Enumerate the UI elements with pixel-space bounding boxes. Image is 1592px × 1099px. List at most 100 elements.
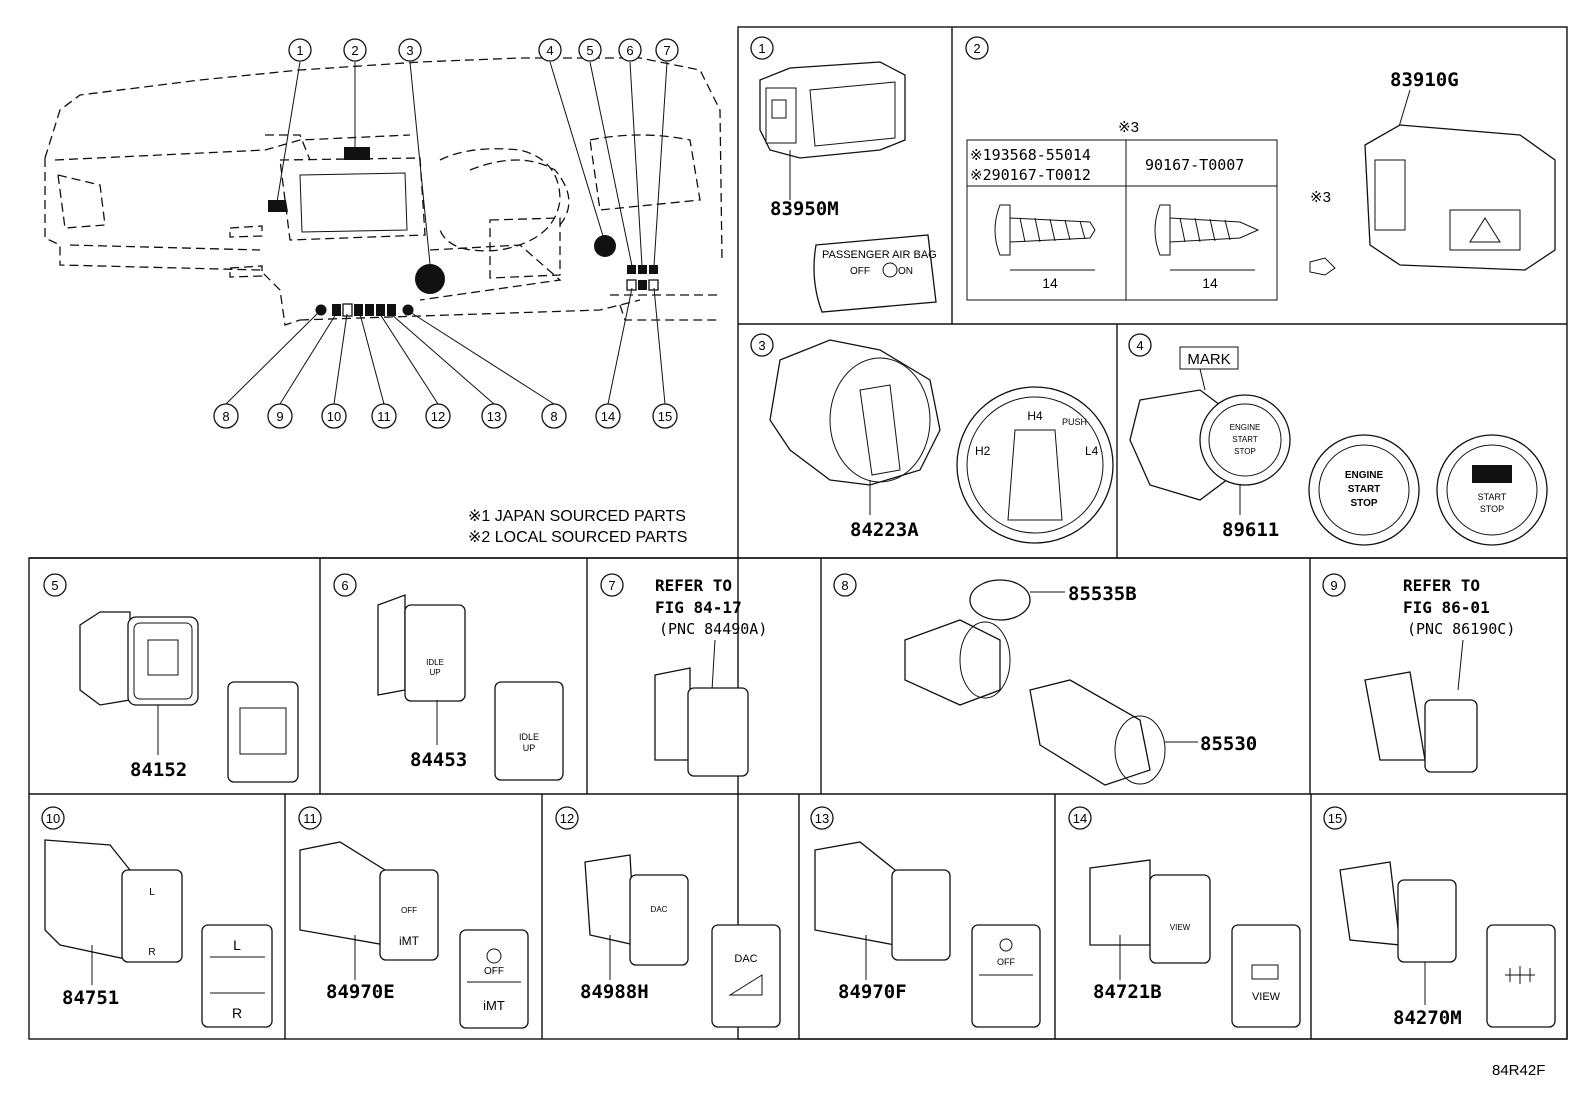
imt-switch-label: iMT (399, 934, 420, 948)
part-84970E: 84970E (326, 981, 395, 1003)
panel-1: 1 83950M PASSENGER AIR BAG OFF ON (750, 36, 937, 313)
panel-12-label: 12 (560, 811, 574, 826)
view-switch-label: VIEW (1170, 923, 1191, 932)
panel-3: 3 84223A H4 H2 L4 PUSH (750, 333, 1114, 544)
overview-callout-1: 1 (296, 43, 303, 58)
panel-7-refer-1: REFER TO (655, 576, 732, 595)
grb-line2: STOP (1480, 504, 1504, 514)
seat-heater-l: L (149, 887, 155, 898)
airbag-label-off: OFF (850, 266, 870, 277)
part-83910G: 83910G (1390, 69, 1459, 91)
knob-l4: L4 (1085, 444, 1099, 458)
overview-callout-15: 15 (658, 409, 672, 424)
part-89611: 89611 (1222, 519, 1279, 541)
esb-line2: START (1232, 435, 1258, 444)
knob-h4: H4 (1027, 409, 1043, 423)
panel-15: 15 84270M (1323, 806, 1556, 1029)
panel-2-label: 2 (973, 41, 980, 56)
knob-h2: H2 (975, 444, 991, 458)
idle-up-face-up: UP (523, 743, 536, 753)
panel-8: 8 85535B 85530 (833, 573, 1257, 786)
overview-callout-4: 4 (546, 43, 553, 58)
panel-3-label: 3 (758, 338, 765, 353)
part-84721B: 84721B (1093, 981, 1162, 1003)
panel-13: 13 84970F OFF (810, 806, 1041, 1028)
part-83950M: 83950M (770, 198, 839, 220)
imt-face-label: iMT (483, 998, 505, 1013)
esbf-line3: STOP (1350, 498, 1377, 509)
panel-4: 4 MARK ENGINE START STOP 89611 ENGINE ST… (1128, 333, 1548, 546)
socket-housing (904, 619, 1001, 706)
part-84270M: 84270M (1393, 1007, 1462, 1029)
seat-heater-face-l: L (233, 937, 241, 953)
panel-4-label: 4 (1136, 338, 1143, 353)
dac-switch-label: DAC (651, 905, 668, 914)
dac-face-label: DAC (734, 953, 757, 965)
panel-7-refer-2: FIG 84-17 (655, 598, 742, 617)
screw-note: ※3 (1310, 189, 1331, 206)
panel-7: 7 REFER TO FIG 84-17 (PNC 84490A) (600, 573, 767, 777)
imt-face-off: OFF (484, 966, 504, 977)
part-85530: 85530 (1200, 733, 1257, 755)
overview-callout-8a: 8 (222, 409, 229, 424)
diagram-id: 84R42F (1492, 1062, 1545, 1079)
mark-label: MARK (1187, 351, 1230, 368)
esbf-line1: ENGINE (1345, 470, 1384, 481)
panel-14: 14 VIEW 84721B VIEW (1068, 806, 1301, 1028)
transfer-knob (956, 386, 1114, 544)
panel-15-label: 15 (1328, 811, 1342, 826)
airbag-label (813, 234, 937, 313)
part-90167-T0007: 90167-T0007 (1145, 156, 1244, 174)
panel-9-label: 9 (1330, 578, 1337, 593)
overview-callout-7: 7 (663, 43, 670, 58)
part-84751: 84751 (62, 987, 119, 1009)
hazard-switch-assembly (1364, 124, 1556, 271)
overview-callout-6: 6 (626, 43, 633, 58)
dashboard-overview (44, 57, 723, 405)
panel-5: 5 84152 (43, 573, 299, 783)
panel-14-label: 14 (1073, 811, 1087, 826)
engine-start-button (1199, 394, 1291, 486)
panel-9: 9 REFER TO FIG 86-01 (PNC 86190C) (1322, 573, 1515, 773)
idle-up-face-idle: IDLE (519, 732, 539, 742)
footnote-japan: ※1 JAPAN SOURCED PARTS (468, 508, 686, 525)
panel-7-refer-3: (PNC 84490A) (659, 620, 767, 638)
panel-10: 10 L R 84751 L R (41, 806, 273, 1028)
overview-callout-14: 14 (601, 409, 615, 424)
footnote-local: ※2 LOCAL SOURCED PARTS (468, 529, 687, 546)
part-193568-55014: ※193568-55014 (970, 146, 1091, 164)
panel-5-label: 5 (51, 578, 58, 593)
panel-9-refer-1: REFER TO (1403, 576, 1480, 595)
part-84152: 84152 (130, 759, 187, 781)
panel-10-label: 10 (46, 811, 60, 826)
idle-up-switch-idle: IDLE (426, 658, 444, 667)
grb-line1: START (1478, 492, 1507, 502)
seat-heater-r: R (148, 947, 155, 958)
airbag-indicator-assembly (759, 61, 906, 159)
part-85535B: 85535B (1068, 583, 1137, 605)
seat-heater-face-r: R (232, 1005, 242, 1021)
dim-a: 14 (1042, 275, 1058, 291)
panel-6: 6 IDLE UP 84453 IDLE UP (333, 573, 564, 781)
panel-11: 11 OFF iMT 84970E OFF iMT (298, 806, 529, 1029)
part-84223A: 84223A (850, 519, 919, 541)
esbf-line2: START (1348, 484, 1381, 495)
overview-callout-9: 9 (276, 409, 283, 424)
overview-callout-13: 13 (487, 409, 501, 424)
overview-callout-11: 11 (377, 409, 391, 424)
callout-1-component (268, 200, 288, 212)
callout-3-component (415, 264, 445, 294)
idle-up-switch-up: UP (429, 668, 440, 677)
overview-callout-2: 2 (351, 43, 358, 58)
panel-13-label: 13 (815, 811, 829, 826)
engine-start-button-face (1308, 434, 1420, 546)
part-290167-T0012: ※290167-T0012 (970, 166, 1091, 184)
overview-callout-8b: 8 (550, 409, 557, 424)
part-84970F: 84970F (838, 981, 907, 1003)
panel-1-label: 1 (758, 41, 765, 56)
overview-callout-12: 12 (431, 409, 445, 424)
panel-8-label: 8 (841, 578, 848, 593)
transfer-switch-body (769, 339, 941, 486)
panel-11-label: 11 (303, 811, 317, 826)
